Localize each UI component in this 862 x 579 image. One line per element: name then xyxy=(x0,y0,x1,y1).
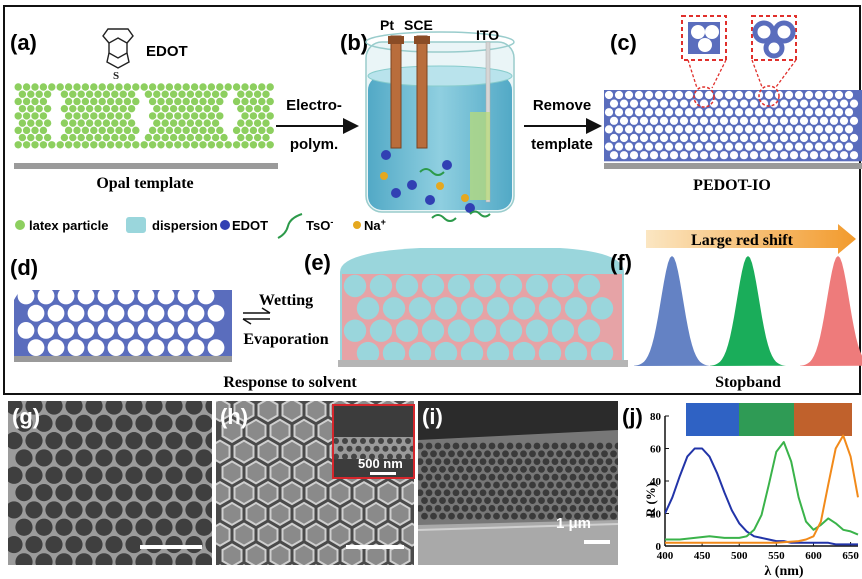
opal-template-caption: Opal template xyxy=(96,175,193,192)
remove-line1: Remove xyxy=(533,97,591,114)
substrate-c xyxy=(604,163,862,169)
legend-tso-swatch xyxy=(277,213,303,239)
y-tick-label: 80 xyxy=(650,411,662,423)
legend-na-label: Na+ xyxy=(364,217,386,233)
pedot-io-caption: PEDOT-IO xyxy=(693,177,771,194)
x-tick-label: 450 xyxy=(694,550,711,562)
sem-inset-h xyxy=(332,404,415,479)
substrate-d xyxy=(14,356,232,362)
x-tick-label: 600 xyxy=(805,550,822,562)
x-tick-label: 650 xyxy=(842,550,859,562)
legend-dispersion-label: dispersion xyxy=(152,218,218,233)
scale-bar-h xyxy=(346,545,404,549)
y-tick-label: 0 xyxy=(656,541,662,553)
y-tick-label: 20 xyxy=(650,509,662,521)
pedot-inverse-opal xyxy=(604,90,862,162)
scale-bar-i xyxy=(584,540,610,544)
chart-xlabel: λ (nm) xyxy=(764,564,803,579)
x-tick-label: 500 xyxy=(731,550,748,562)
equilibrium-arrows xyxy=(242,307,271,325)
zoom-insets xyxy=(681,15,797,108)
panel-a-label: (a) xyxy=(10,30,37,55)
legend-latex-swatch xyxy=(15,220,25,230)
scale-bar-g xyxy=(140,545,202,549)
panel-i-label: (i) xyxy=(422,404,443,429)
pedot-io-dry xyxy=(14,287,232,358)
electropolym-line1: Electro- xyxy=(286,97,342,114)
response-caption: Response to solvent xyxy=(223,374,357,391)
wetting-label: Wetting xyxy=(259,292,313,309)
legend-edot-swatch xyxy=(220,220,230,230)
opal-template xyxy=(14,83,274,149)
series-line-3 xyxy=(665,434,859,544)
x-tick-label: 400 xyxy=(657,550,674,562)
y-tick-label: 40 xyxy=(650,476,662,488)
reflectance-chart: 0 20 40 60 80 400 450 500 550 600 650 xyxy=(650,411,859,562)
panel-j-label: (j) xyxy=(622,404,643,429)
top-frame xyxy=(3,5,861,395)
chart-ylabel: R (%) xyxy=(643,483,658,517)
film-photos xyxy=(686,403,852,436)
panel-e-label: (e) xyxy=(304,250,331,275)
legend-edot-label: EDOT xyxy=(232,218,268,233)
panel-g-label: (g) xyxy=(12,404,40,429)
y-tick-label: 60 xyxy=(650,444,662,456)
series-line-1 xyxy=(665,447,858,546)
legend: latex particle dispersion EDOT TsO- Na+ xyxy=(15,213,386,239)
substrate-e xyxy=(338,360,628,367)
sce-label: SCE xyxy=(404,17,433,33)
red-shift-arrow xyxy=(646,224,856,254)
scale-label-i: 1 μm xyxy=(556,515,591,532)
panel-b-label: (b) xyxy=(340,30,368,55)
electrochemical-cell xyxy=(365,31,515,222)
sem-image-i xyxy=(418,401,618,565)
panel-h-label: (h) xyxy=(220,404,248,429)
inset-scale-bar xyxy=(370,472,396,475)
edot-structure: S xyxy=(102,28,134,82)
red-shift-label: Large red shift xyxy=(691,232,794,249)
inset-scale-label: 500 nm xyxy=(358,456,403,471)
x-tick-label: 550 xyxy=(768,550,785,562)
pedot-io-wet xyxy=(342,274,622,365)
svg-text:S: S xyxy=(113,70,119,82)
legend-tso-label: TsO- xyxy=(306,217,333,233)
stopband-caption: Stopband xyxy=(715,374,781,391)
panel-d-label: (d) xyxy=(10,255,38,280)
electropolym-line2: polym. xyxy=(290,136,338,153)
remove-line2: template xyxy=(531,136,593,153)
pt-label: Pt xyxy=(380,17,394,33)
ito-label: ITO xyxy=(476,27,499,43)
substrate-a xyxy=(14,163,278,169)
edot-label: EDOT xyxy=(146,43,188,60)
panel-f-label: (f) xyxy=(610,250,632,275)
series-line-2 xyxy=(665,441,859,541)
sem-image-g xyxy=(8,401,212,565)
panel-c-label: (c) xyxy=(610,30,637,55)
legend-latex-label: latex particle xyxy=(29,218,109,233)
evaporation-label: Evaporation xyxy=(243,331,328,348)
stopband-peaks xyxy=(634,256,862,366)
legend-dispersion-swatch xyxy=(126,217,146,233)
legend-na-swatch xyxy=(353,221,361,229)
